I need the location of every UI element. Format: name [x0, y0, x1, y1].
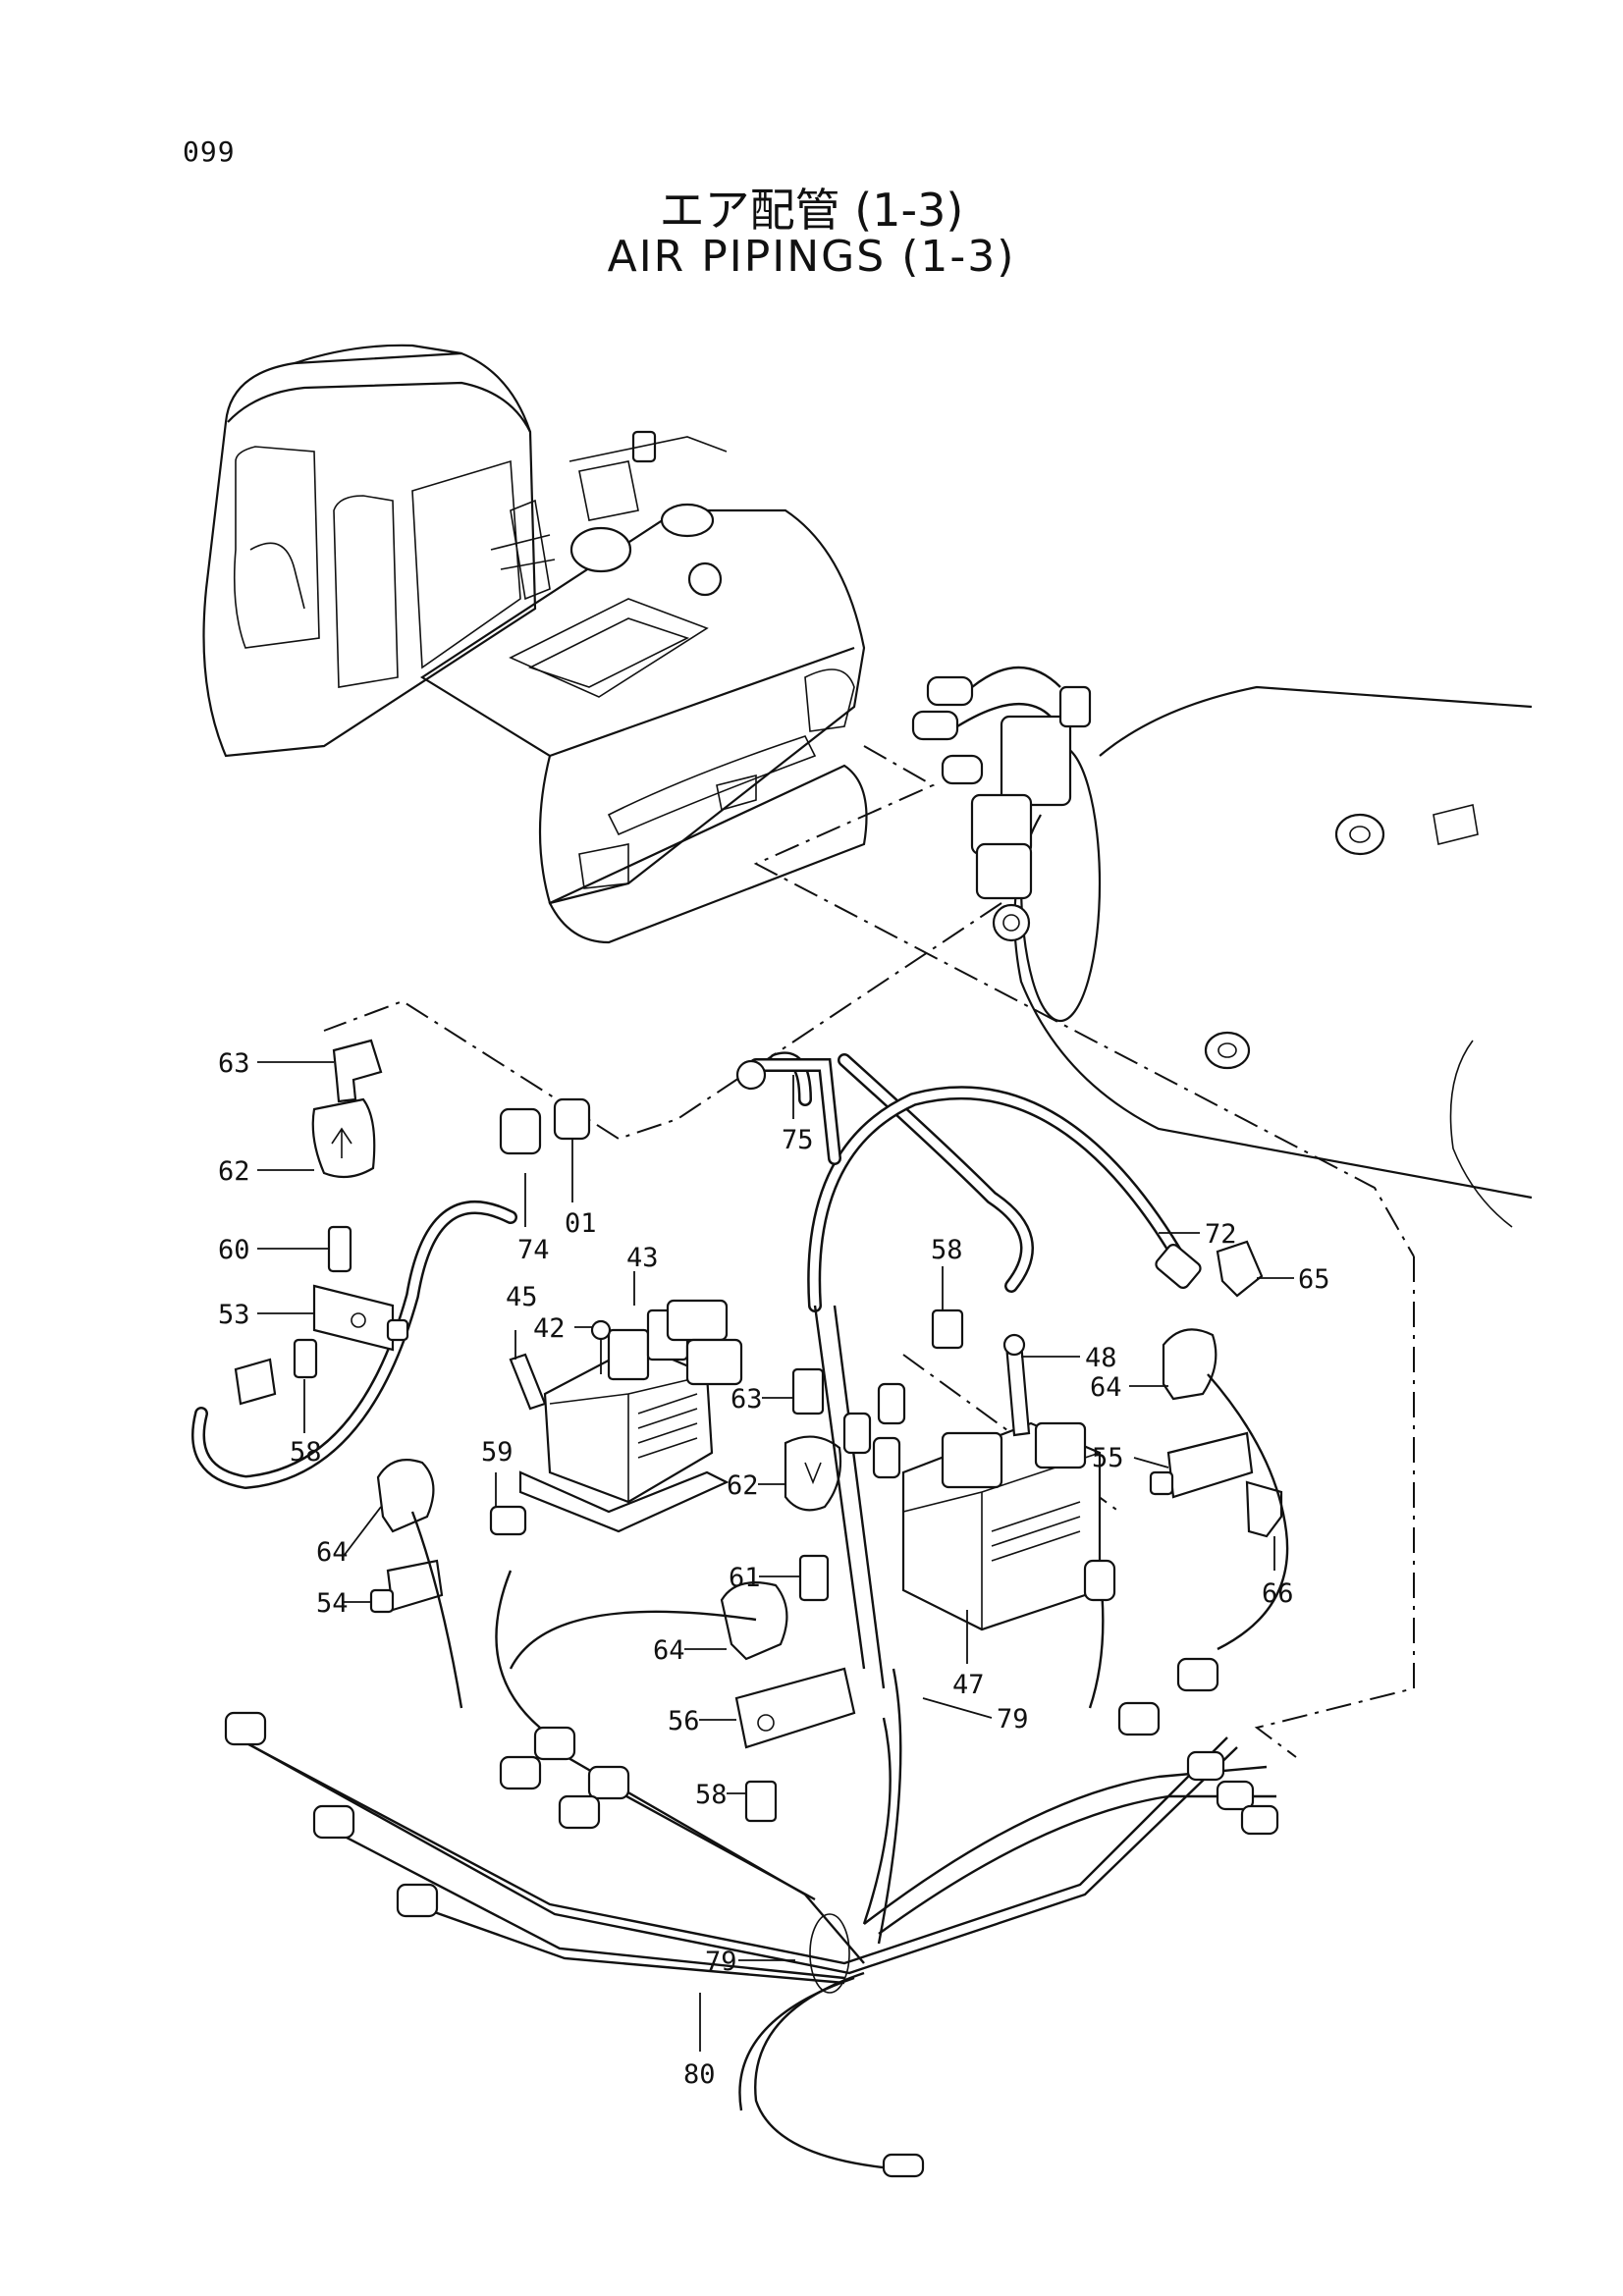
- callout-01: 01: [565, 1208, 597, 1239]
- callout-56: 56: [668, 1706, 700, 1736]
- callout-48: 48: [1085, 1343, 1117, 1373]
- air-tank-drawing: [911, 666, 1533, 1228]
- guide-lines: [323, 745, 1415, 1758]
- callout-58: 58: [695, 1780, 728, 1810]
- wire-harness: [224, 1305, 1289, 2178]
- callout-61: 61: [729, 1563, 761, 1593]
- excavator-body-drawing: [202, 344, 868, 944]
- callout-62: 62: [727, 1470, 759, 1501]
- callout-labels: 63 62 60 53 58 74 01 75 72 65 58 43 45 4…: [218, 1048, 1330, 2090]
- callout-58: 58: [931, 1235, 963, 1265]
- callout-59: 59: [481, 1437, 514, 1468]
- callout-80: 80: [683, 2059, 716, 2090]
- callout-64: 64: [1090, 1372, 1122, 1403]
- callout-43: 43: [626, 1243, 659, 1273]
- callout-55: 55: [1092, 1443, 1124, 1473]
- callout-79: 79: [997, 1704, 1029, 1735]
- title-english: AIR PIPINGS (1-3): [607, 232, 1016, 282]
- callout-66: 66: [1262, 1578, 1294, 1609]
- callout-62: 62: [218, 1156, 250, 1187]
- title-japanese: エア配管 (1-3): [659, 184, 964, 237]
- page-number: 099: [183, 135, 236, 168]
- callout-45: 45: [506, 1282, 538, 1312]
- callout-60: 60: [218, 1235, 250, 1265]
- callout-63: 63: [218, 1048, 250, 1079]
- callout-63: 63: [730, 1384, 763, 1415]
- components: [234, 1039, 1283, 1823]
- callout-75: 75: [782, 1125, 814, 1155]
- callout-42: 42: [533, 1313, 566, 1344]
- callout-54: 54: [316, 1588, 349, 1619]
- callout-58: 58: [290, 1437, 322, 1468]
- callout-64: 64: [316, 1537, 349, 1568]
- callout-65: 65: [1298, 1264, 1330, 1295]
- callout-47: 47: [952, 1670, 985, 1700]
- callout-64: 64: [653, 1635, 685, 1666]
- callout-leaders: [257, 1061, 1294, 2052]
- callout-72: 72: [1205, 1219, 1237, 1250]
- callout-74: 74: [517, 1235, 550, 1265]
- callout-53: 53: [218, 1300, 250, 1330]
- callout-79: 79: [705, 1947, 737, 1977]
